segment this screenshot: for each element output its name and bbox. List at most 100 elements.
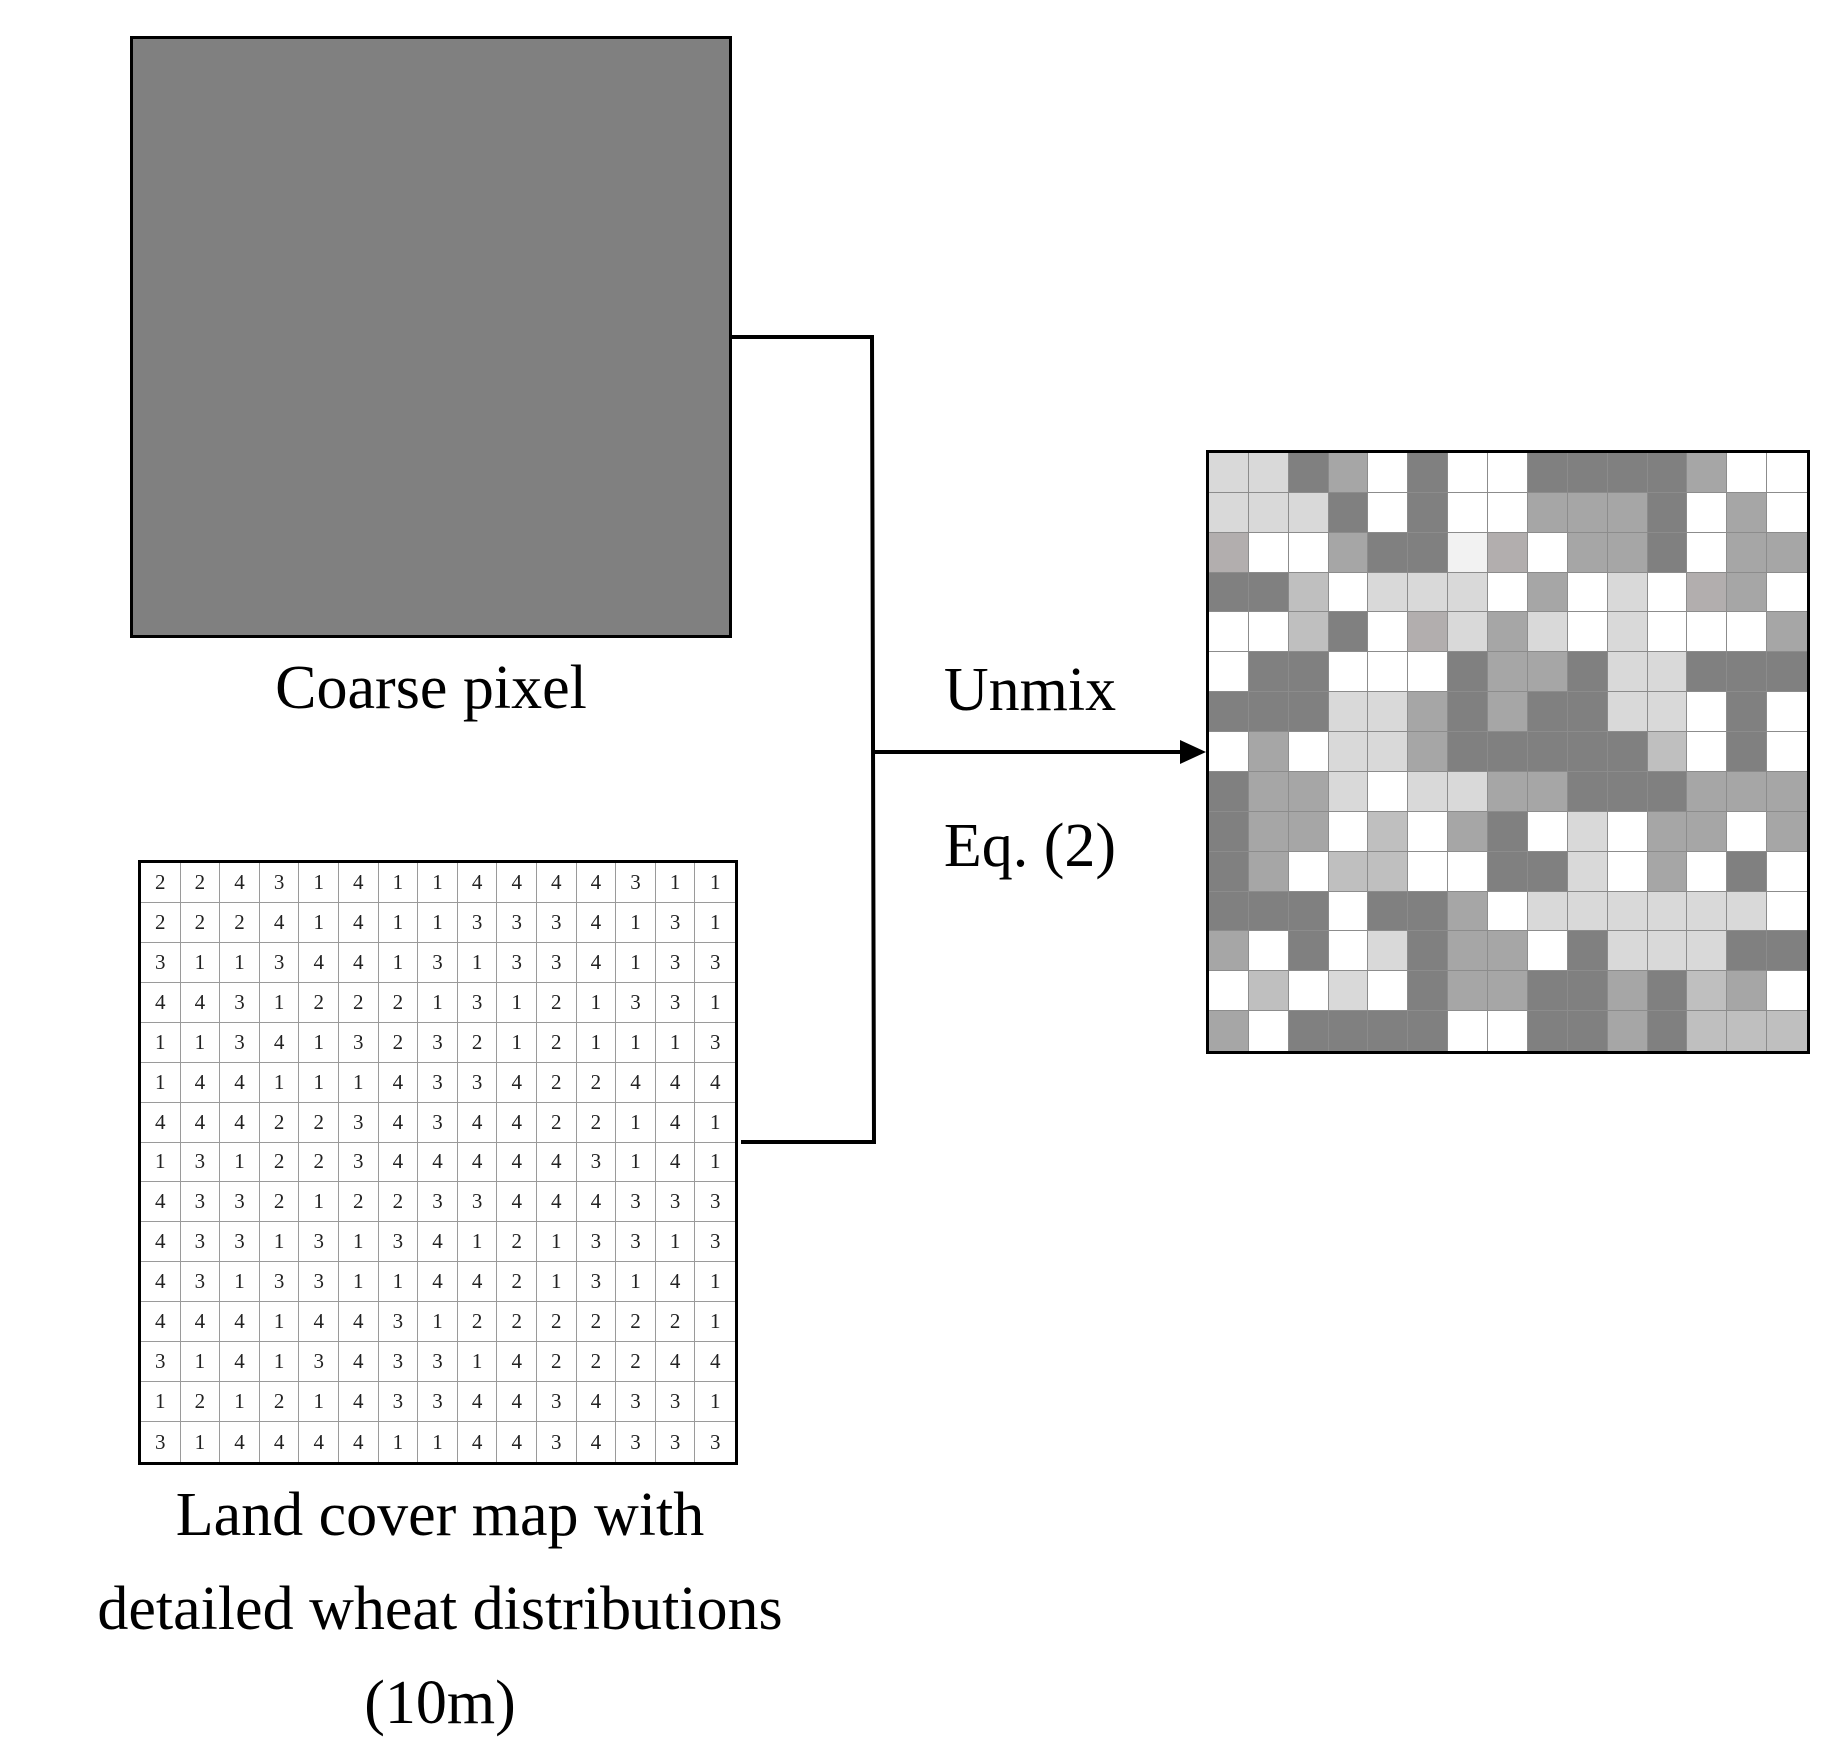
unmixed-cell xyxy=(1448,732,1489,772)
unmixed-cell xyxy=(1727,971,1768,1012)
land-cover-cell: 3 xyxy=(180,1142,221,1183)
unmixed-cell xyxy=(1408,971,1449,1012)
unmixed-cell xyxy=(1527,492,1568,533)
unmixed-cell xyxy=(1488,532,1528,573)
unmixed-cell xyxy=(1607,732,1648,772)
land-cover-cell: 4 xyxy=(141,1182,181,1223)
unmixed-cell xyxy=(1448,453,1489,493)
unmixed-cell xyxy=(1448,891,1489,932)
unmixed-cell xyxy=(1687,931,1728,972)
land-cover-cell: 3 xyxy=(338,1142,379,1183)
land-cover-cell: 4 xyxy=(616,1062,656,1103)
unmixed-cell xyxy=(1488,971,1528,1012)
unmixed-cell xyxy=(1288,811,1329,852)
land-cover-cell: 1 xyxy=(695,1302,735,1343)
unmixed-cell xyxy=(1567,931,1608,972)
land-cover-cell: 4 xyxy=(457,1382,498,1423)
unmixed-cell xyxy=(1727,771,1768,812)
unmixed-cell xyxy=(1767,572,1807,613)
unmixed-cell xyxy=(1607,771,1648,812)
unmixed-cell xyxy=(1448,771,1489,812)
land-cover-cell: 2 xyxy=(338,1182,379,1223)
land-cover-cell: 2 xyxy=(616,1342,656,1383)
land-cover-cell: 2 xyxy=(497,1262,537,1303)
unmixed-cell xyxy=(1408,732,1449,772)
unmixed-cell xyxy=(1687,652,1728,693)
land-cover-label: Land cover map with detailed wheat distr… xyxy=(0,1468,880,1750)
unmixed-cell xyxy=(1368,612,1409,653)
unmixed-cell xyxy=(1368,771,1409,812)
land-cover-cell: 4 xyxy=(220,1062,260,1103)
land-cover-cell: 3 xyxy=(616,1182,656,1223)
land-cover-cell: 4 xyxy=(141,982,181,1023)
land-cover-cell: 4 xyxy=(338,1382,379,1423)
unmixed-cell xyxy=(1488,652,1528,693)
land-cover-cell: 3 xyxy=(655,1182,696,1223)
unmixed-cell xyxy=(1527,931,1568,972)
unmixed-cell xyxy=(1607,652,1648,693)
unmixed-cell xyxy=(1727,453,1768,493)
land-cover-cell: 3 xyxy=(457,1182,498,1223)
land-cover-cell: 3 xyxy=(576,1262,617,1303)
unmixed-cell xyxy=(1527,612,1568,653)
land-cover-cell: 4 xyxy=(259,1022,300,1063)
land-cover-cell: 3 xyxy=(457,1062,498,1103)
land-cover-cell: 4 xyxy=(655,1102,696,1143)
unmixed-cell xyxy=(1448,811,1489,852)
land-cover-cell: 3 xyxy=(259,1262,300,1303)
unmixed-cell xyxy=(1488,492,1528,533)
land-cover-cell: 1 xyxy=(695,863,735,903)
land-cover-cell: 4 xyxy=(220,863,260,903)
unmixed-cell xyxy=(1607,1011,1648,1051)
unmixed-cell xyxy=(1767,771,1807,812)
coarse-pixel-box xyxy=(130,36,732,638)
unmixed-cell xyxy=(1248,811,1289,852)
unmixed-cell xyxy=(1408,532,1449,573)
land-cover-cell: 4 xyxy=(576,863,617,903)
unmixed-cell xyxy=(1647,453,1688,493)
unmixed-cell xyxy=(1368,692,1409,733)
unmixed-cell xyxy=(1488,1011,1528,1051)
land-cover-cell: 3 xyxy=(418,1022,458,1063)
unmixed-cell xyxy=(1527,572,1568,613)
land-cover-cell: 4 xyxy=(576,1382,617,1423)
unmixed-cell xyxy=(1209,811,1249,852)
unmixed-cell xyxy=(1248,891,1289,932)
unmixed-cell xyxy=(1607,492,1648,533)
unmixed-cell xyxy=(1767,453,1807,493)
land-cover-cell: 1 xyxy=(457,942,498,983)
unmixed-cell xyxy=(1248,572,1289,613)
land-cover-cell: 4 xyxy=(141,1302,181,1343)
land-cover-cell: 3 xyxy=(655,1382,696,1423)
unmixed-cell xyxy=(1567,532,1608,573)
land-cover-cell: 3 xyxy=(299,1342,339,1383)
land-cover-cell: 1 xyxy=(695,983,735,1023)
unmixed-cell xyxy=(1209,692,1249,733)
land-cover-cell: 1 xyxy=(141,1062,181,1103)
unmixed-cell xyxy=(1408,771,1449,812)
land-cover-cell: 3 xyxy=(709,1429,721,1454)
land-cover-cell: 2 xyxy=(576,1062,617,1103)
land-cover-label-line-1: Land cover map with xyxy=(175,1481,705,1549)
unmixed-cell xyxy=(1488,931,1528,972)
land-cover-cell: 2 xyxy=(536,1062,577,1103)
unmixed-cell xyxy=(1248,851,1289,892)
land-cover-cell: 1 xyxy=(220,1262,260,1303)
land-cover-cell: 1 xyxy=(299,902,339,943)
land-cover-cell: 2 xyxy=(220,902,260,943)
unmixed-cell xyxy=(1727,692,1768,733)
land-cover-cell: 3 xyxy=(220,1182,260,1223)
land-cover-cell: 4 xyxy=(338,1302,379,1343)
unmixed-cell xyxy=(1767,492,1807,533)
unmixed-cell xyxy=(1408,851,1449,892)
unmixed-cell xyxy=(1248,732,1289,772)
unmixed-cell xyxy=(1767,971,1807,1012)
land-cover-cell: 1 xyxy=(259,1342,300,1383)
land-cover-cell: 2 xyxy=(338,982,379,1023)
unmixed-cell xyxy=(1288,1011,1329,1051)
unmixed-cell xyxy=(1567,811,1608,852)
unmixed-cell xyxy=(1687,492,1728,533)
land-cover-cell: 1 xyxy=(181,1422,221,1462)
unmixed-cell xyxy=(1607,532,1648,573)
unmixed-cell xyxy=(1567,453,1608,493)
